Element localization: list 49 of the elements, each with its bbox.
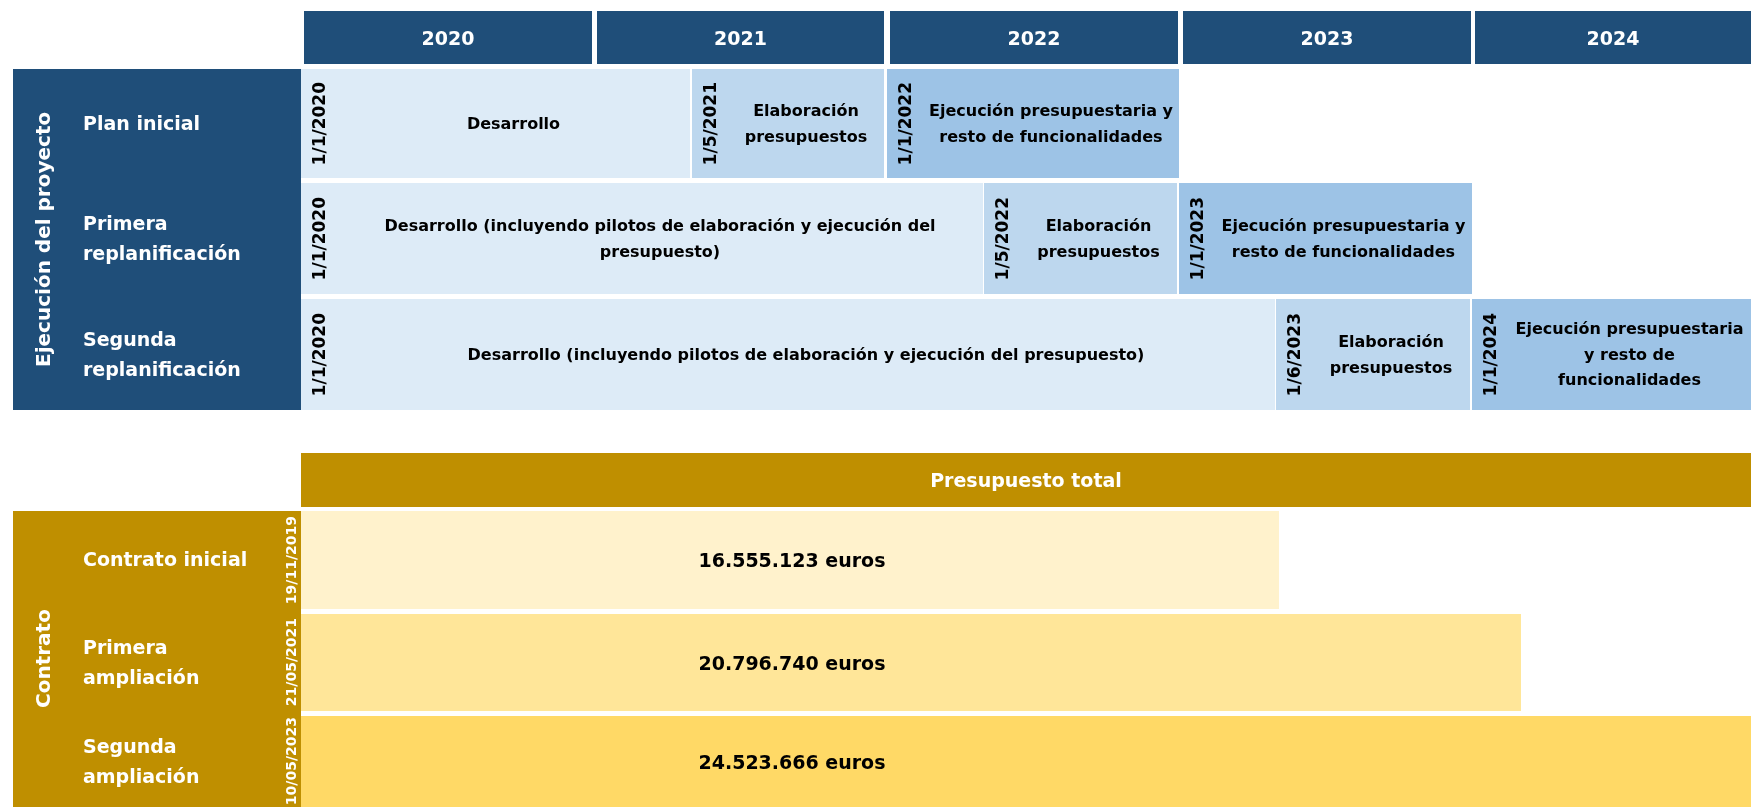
phase-text: Desarrollo [465,112,562,135]
budget-bar: 16.555.123 euros [301,511,1279,609]
phase-text: Elaboración presupuestos [743,99,869,148]
year-header: 2023 [1183,11,1471,64]
row-title: Plan inicial [83,110,201,136]
date-label: 1/6/2023 [1284,312,1304,397]
date-label: 1/1/2022 [895,81,915,166]
section-title: Ejecución del proyecto [30,110,56,370]
date-label: 1/1/2020 [309,312,329,397]
date-label: 21/05/2021 [283,618,299,707]
phase-text: Elaboración presupuestos [1328,330,1454,379]
phase-text: Ejecución presupuestaria y resto de funcionalidades [928,99,1174,148]
year-header: 2022 [890,11,1178,64]
row-title: Primera replanificación [83,211,242,266]
budget-header: Presupuesto total [301,453,1751,507]
year-header: 2021 [597,11,884,64]
phase-bar [1276,299,1470,410]
date-label: 1/1/2020 [309,81,329,166]
phase-bar [984,183,1177,294]
date-label: 1/1/2020 [309,196,329,281]
row-title: Primera ampliación [83,635,201,690]
phase-bar [301,299,1275,410]
section-header [13,69,301,410]
phase-bar [1472,299,1751,410]
phase-bar [692,69,884,178]
date-label: 19/11/2019 [283,515,299,605]
date-label: 1/5/2021 [700,81,720,166]
phase-text: Desarrollo (incluyendo pilotos de elaboración y ejecución del presupuesto) [466,343,1146,366]
year-header: 2020 [304,11,592,64]
row-title: Contrato inicial [83,547,248,573]
phase-bar [1179,183,1472,294]
row-title: Segunda ampliación [83,734,201,789]
phase-text: Elaboración presupuestos [1036,214,1161,263]
budget-bar: 24.523.666 euros [301,716,1751,807]
phase-text: Ejecución presupuestaria y resto de funcionalidades [1220,214,1467,263]
phase-text: Ejecución presupuestaria y resto de funcionalidades [1514,318,1745,392]
section-header [13,511,301,807]
phase-bar [301,183,983,294]
budget-bar: 20.796.740 euros [301,614,1521,711]
date-label: 1/5/2022 [992,196,1012,281]
phase-text: Desarrollo (incluyendo pilotos de elaboración y ejecución del presupuesto) [383,214,937,263]
date-label: 1/1/2024 [1480,312,1500,397]
year-header: 2024 [1475,11,1751,64]
phase-bar [301,69,690,178]
date-label: 1/1/2023 [1187,196,1207,281]
date-label: 10/05/2023 [283,717,299,806]
row-title: Segunda replanificación [83,327,242,382]
section-title: Contrato [30,608,56,711]
phase-bar [887,69,1179,178]
